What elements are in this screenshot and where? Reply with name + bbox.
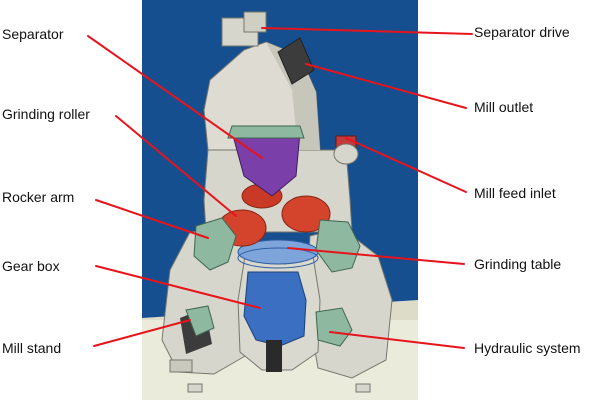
gear-box-shaft — [266, 340, 282, 372]
leader-line-grinding-roller — [115, 115, 237, 217]
separator-housing-shade — [266, 42, 320, 150]
leader-line-mill-feed-inlet — [345, 137, 467, 193]
bolt-right-1 — [355, 383, 371, 393]
leader-line-hydraulic-system — [329, 331, 465, 349]
hydraulic-system — [315, 307, 353, 347]
leader-line-separator — [87, 35, 263, 159]
leader-lines — [87, 27, 473, 349]
label-mill-feed-inlet: Mill feed inlet — [474, 185, 556, 201]
gear-box — [243, 271, 307, 347]
separator-cage-top — [227, 125, 305, 139]
label-separator-drive: Separator drive — [474, 24, 570, 40]
feed-inlet-pipe — [333, 143, 359, 165]
leader-line-mill-stand — [93, 319, 191, 347]
label-mill-outlet: Mill outlet — [474, 99, 534, 115]
leader-line-rocker-arm — [95, 199, 209, 239]
label-rocker-arm: Rocker arm — [2, 189, 75, 205]
bolt-left-1 — [187, 383, 203, 393]
leader-line-grinding-table — [287, 247, 465, 265]
leader-line-gear-box — [95, 265, 261, 309]
hydraulic-left — [185, 305, 215, 337]
label-grinding-table: Grinding table — [474, 256, 562, 272]
rocker-arm-left — [193, 217, 237, 271]
leader-line-mill-outlet — [305, 63, 467, 109]
grinding-roller-right — [281, 195, 331, 233]
label-gear-box: Gear box — [2, 258, 60, 274]
separator-drive-motor — [243, 11, 267, 33]
label-grinding-roller: Grinding roller — [2, 106, 90, 122]
label-mill-stand: Mill stand — [2, 340, 62, 356]
leader-line-separator-drive — [261, 27, 473, 35]
label-hydraulic-system: Hydraulic system — [474, 340, 581, 356]
grinding-table-rim — [237, 247, 319, 269]
mill-outlet — [277, 37, 315, 85]
label-separator: Separator — [2, 26, 64, 42]
mill-stand-left-foot — [169, 359, 193, 373]
